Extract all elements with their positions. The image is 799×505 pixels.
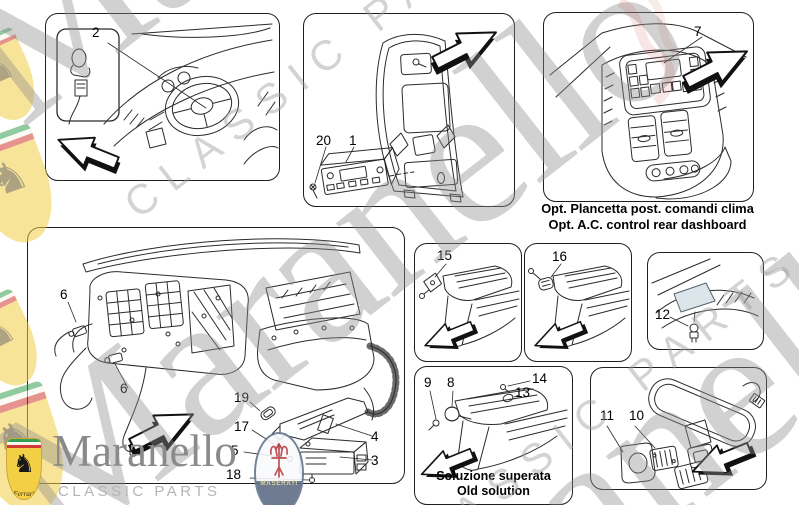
part-callout-18: 18 (226, 467, 242, 482)
connector (749, 393, 766, 409)
sensor-6a (68, 325, 87, 337)
part-callout-10: 10 (629, 408, 645, 423)
screw-14-part (500, 384, 506, 390)
part-callout-20: 20 (316, 133, 332, 148)
sensor-12-drawing (651, 258, 759, 343)
center-console-drawing (309, 16, 507, 203)
part-callout-16: 16 (552, 249, 568, 264)
sensor-6b (104, 352, 123, 364)
clip-13-part (502, 393, 514, 403)
panel-mirror: 11 10 (590, 367, 767, 490)
leader-14 (507, 380, 531, 387)
button-strip (645, 160, 701, 182)
shaded-panel (673, 282, 716, 313)
rear-vents (627, 109, 693, 163)
leader-13 (513, 394, 520, 398)
old-solution-caption-english: Old solution (457, 484, 530, 498)
direction-arrow-icon (674, 35, 753, 104)
leader-6a (67, 301, 77, 323)
leader-9 (429, 390, 437, 420)
part-callout-3: 3 (371, 453, 379, 468)
plate-11-part (619, 442, 656, 484)
part-callout-6b: 6 (120, 381, 128, 396)
direction-arrow-icon (423, 16, 507, 85)
leader-15 (434, 263, 447, 278)
clip-19 (260, 406, 276, 421)
clip-15-part (423, 272, 442, 293)
caption-italian: Opt. Plancetta post. comandi clima (541, 201, 754, 216)
direction-arrow-icon (419, 312, 482, 361)
maserati-badge: MASERATI (254, 432, 304, 505)
panel-old-solution: 9 8 14 13 Soluzione superata Old solutio… (414, 366, 573, 505)
mirror-drawing (606, 378, 766, 489)
trident-icon (270, 443, 288, 478)
clip-16-part (538, 277, 554, 291)
prancing-horse-icon: ♞ (12, 449, 36, 478)
leader-7 (663, 36, 703, 64)
panel-sun-sensor: 12 (647, 252, 764, 350)
rear-dashboard-caption: Opt. Plancetta post. comandi clima Opt. … (540, 201, 755, 232)
part-callout-6a: 6 (60, 287, 68, 302)
direction-arrow-icon (50, 124, 127, 180)
panel-rear-dashboard: 7 (543, 12, 754, 202)
leader-20 (314, 146, 327, 184)
panel-dashboard-sensor: 2 (45, 13, 280, 181)
part-callout-12: 12 (655, 307, 671, 322)
part-callout-11: 11 (600, 408, 615, 423)
leader-6b (114, 363, 129, 389)
leader-19 (249, 401, 261, 412)
leader-11 (606, 425, 624, 453)
clip-16-drawing (528, 263, 630, 361)
panel-center-console: 20 1 (303, 13, 515, 207)
ferrari-shield-logo: ♞ Ferrari (6, 438, 42, 500)
part-callout-14: 14 (532, 371, 548, 386)
leader-3 (339, 456, 373, 461)
bracket-10-part (649, 445, 679, 471)
leader-12 (669, 316, 689, 327)
leader-1 (345, 146, 355, 163)
logo-tagline-text: CLASSIC PARTS (58, 483, 221, 500)
part-callout-2: 2 (92, 25, 100, 40)
panel-clip-16: 16 (524, 243, 632, 362)
leader-4 (335, 423, 373, 437)
sensor-12-part (689, 323, 699, 333)
sensor-bulb (71, 48, 87, 68)
part-callout-17: 17 (234, 419, 250, 434)
leader-8 (451, 390, 454, 407)
leader-10 (634, 425, 656, 449)
part-callout-5: 5 (231, 443, 239, 458)
old-solution-drawing (415, 380, 568, 491)
part-callout-1: 1 (349, 133, 357, 148)
rear-console-drawing (549, 23, 753, 200)
blower-grilles (105, 280, 184, 338)
leader-16 (550, 263, 562, 278)
mirror-body (648, 378, 756, 447)
old-solution-caption-italian: Soluzione superata (436, 469, 551, 483)
part-callout-4: 4 (371, 429, 379, 444)
grommet-9-part (432, 419, 440, 427)
shield-label: Ferrari (13, 490, 35, 498)
panel-hvac-unit: 6 6 19 17 5 18 4 3 (27, 227, 405, 484)
hvac-drawing (54, 238, 400, 483)
caption-english: Opt. A.C. control rear dashboard (548, 216, 747, 232)
ac-control-unit (320, 147, 400, 195)
clip-15-drawing (419, 263, 520, 361)
steering-wheel (164, 75, 240, 137)
screen-cutout (401, 82, 451, 134)
part-2-inset-box (56, 28, 120, 122)
dashboard-drawing (50, 23, 279, 180)
logo-brand-text: Maranello (52, 426, 237, 476)
maserati-badge-label: MASERATI (260, 480, 298, 487)
shield-watermark-icon: ♞ (0, 26, 48, 130)
part-callout-19: 19 (234, 390, 250, 405)
direction-arrow-icon (529, 312, 592, 361)
part-callout-8: 8 (447, 375, 455, 390)
leader-2 (107, 42, 207, 109)
panel-clip-15: 15 (414, 243, 522, 362)
part-callout-9: 9 (424, 375, 432, 390)
part-callout-15: 15 (437, 248, 453, 263)
part-callout-13: 13 (515, 385, 531, 400)
part-callout-7: 7 (694, 24, 702, 39)
